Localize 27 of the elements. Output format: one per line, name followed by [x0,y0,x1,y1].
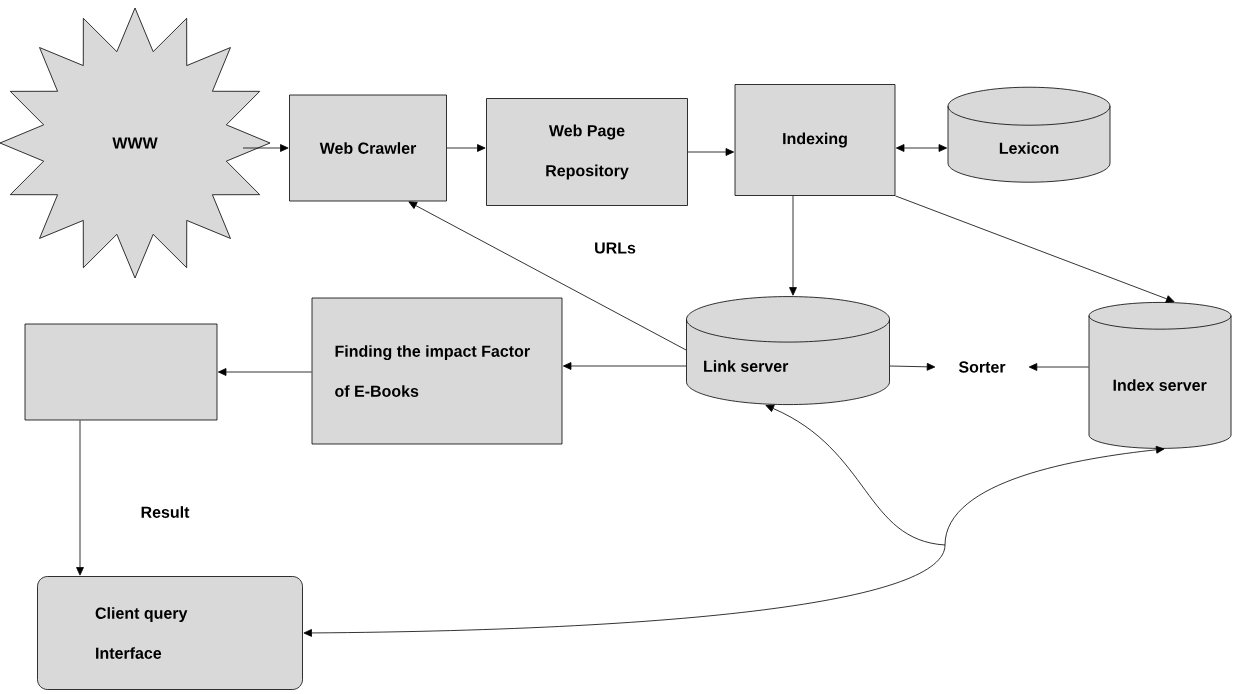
database-cylinder: Index server [1088,302,1232,449]
arrow [76,420,84,576]
edge-label: URLs [592,240,638,256]
arrow [242,144,289,152]
arrow [895,195,1175,303]
arrow [563,362,687,370]
arrow [896,144,948,152]
database-cylinder: Lexicon [947,86,1111,183]
arrow [303,544,946,637]
arrow [408,201,687,351]
arrow [218,368,312,376]
process-box: Finding the impact Factor of E-Books [311,297,563,445]
arrow [789,195,797,296]
edge-label: Result [138,504,192,520]
arrow [944,445,1165,546]
node-text: Sorter [958,361,1006,373]
arrow [1028,363,1089,371]
database-cylinder: Link server [686,296,890,405]
arrow [889,362,936,371]
process-box: Indexing [734,84,896,196]
arrow [446,144,486,152]
process-box: Web Page Repository [486,98,688,206]
interface-box: Client query Interface [37,576,303,690]
process-box: Web Crawler [289,94,447,202]
process-box [24,323,218,421]
arrow [687,148,734,156]
arrow [765,404,946,546]
